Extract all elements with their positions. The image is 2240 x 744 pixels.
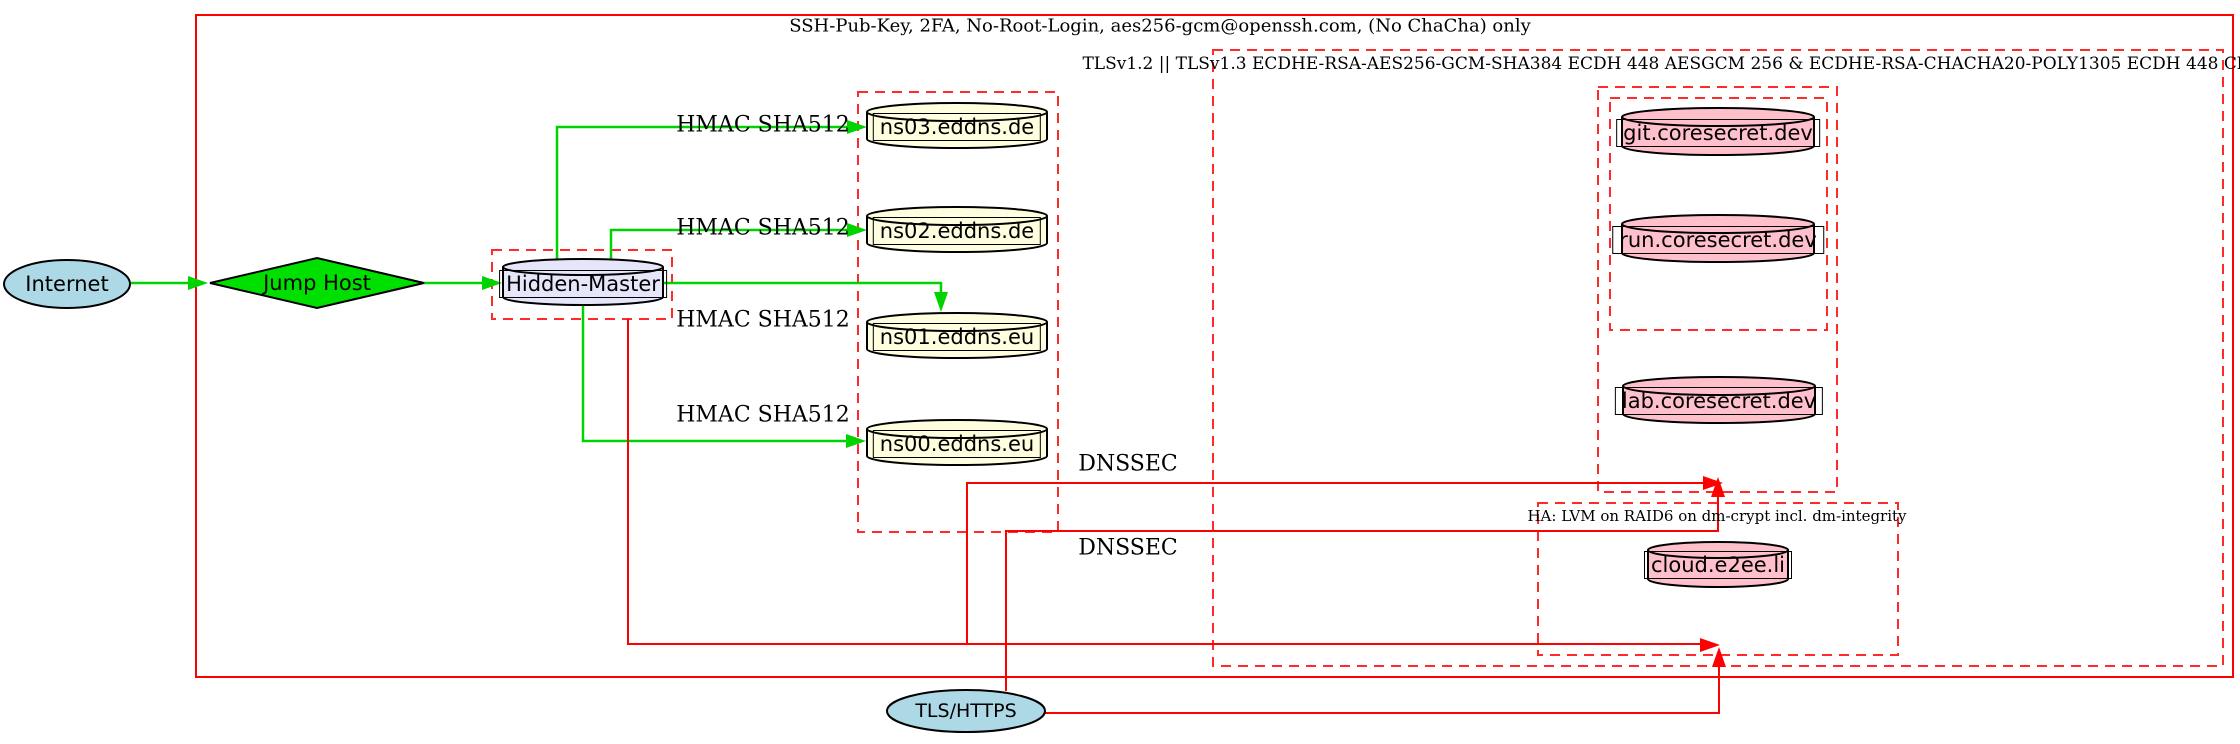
arrowhead — [847, 223, 867, 237]
ssh-boundary-box — [195, 14, 2234, 678]
node-git-label: git.coresecret.dev — [1616, 119, 1820, 147]
node-internet-label: Internet — [25, 272, 109, 296]
node-ns02-shape — [866, 206, 1048, 253]
nodes — [3, 102, 1816, 733]
node-cloud-shape — [1647, 541, 1789, 588]
arrowhead — [846, 434, 866, 448]
arrowhead — [1712, 647, 1726, 667]
edge-label-hmac-ns00: HMAC SHA512 — [676, 402, 850, 428]
node-jumphost-shape — [209, 256, 425, 310]
node-tlshttps-shape — [886, 689, 1046, 733]
red-arrowheads — [1700, 476, 1726, 667]
node-tlshttps-label: TLS/HTTPS — [915, 700, 1017, 722]
edge-label-dnssec-2: DNSSEC — [1078, 535, 1178, 561]
ha-cluster-label: HA: LVM on RAID6 on dm-crypt incl. dm-in… — [1527, 507, 1907, 525]
node-ns01-label: ns01.eddns.eu — [872, 323, 1042, 351]
node-ns01-shape — [866, 312, 1048, 359]
node-ns02-label: ns02.eddns.de — [872, 217, 1042, 245]
node-ns00-shape — [866, 419, 1048, 466]
edge-hiddenmaster-ns00 — [581, 303, 848, 443]
arrowhead — [1711, 477, 1725, 497]
node-run-label: run.coresecret.dev — [1612, 226, 1824, 254]
node-cloud-label: cloud.e2ee.li — [1643, 551, 1793, 579]
node-lab-label: lab.coresecret.dev — [1614, 387, 1824, 415]
edge-label-hmac-ns03: HMAC SHA512 — [676, 112, 850, 138]
edge-tls-ha — [1045, 665, 1720, 714]
coresecret-cluster-box — [1597, 86, 1838, 493]
edge-label-dnssec-1: DNSSEC — [1078, 451, 1178, 477]
coresecret-inner-cluster-box — [1609, 97, 1828, 331]
arrowhead — [188, 276, 208, 290]
node-hiddenmaster-label: Hidden-Master — [499, 270, 667, 298]
arrowhead — [934, 292, 948, 312]
edge-tls-coresecret — [1005, 495, 1719, 691]
node-ns03-shape — [866, 102, 1048, 149]
edge-hiddenmaster-ns03 — [555, 125, 849, 262]
node-internet-shape — [3, 259, 131, 309]
edge-hiddenmaster-ns01 — [663, 281, 943, 294]
eddns-cluster-box — [857, 91, 1059, 533]
edge-label-hmac-ns02: HMAC SHA512 — [676, 215, 850, 241]
arrowhead — [847, 120, 867, 134]
green-arrowheads — [188, 120, 948, 448]
arrowhead — [1700, 638, 1720, 652]
green-edges — [130, 125, 943, 443]
graph-label: SSH-Pub-Key, 2FA, No-Root-Login, aes256-… — [789, 15, 1531, 37]
tls-cluster-label: TLSv1.2 || TLSv1.3 ECDHE-RSA-AES256-GCM-… — [1082, 54, 2240, 74]
node-ns00-label: ns00.eddns.eu — [872, 430, 1042, 458]
edge-dnssec-upper — [966, 482, 1704, 644]
arrowhead — [482, 276, 502, 290]
edge-label-hmac-ns01: HMAC SHA512 — [676, 307, 850, 333]
node-jumphost-label: Jump Host — [263, 271, 371, 295]
edge-hiddenmaster-ns02 — [609, 228, 849, 262]
arrowhead — [1703, 476, 1723, 490]
node-ns03-label: ns03.eddns.de — [872, 113, 1042, 141]
edge-hiddenmaster-cloud — [627, 319, 1701, 645]
red-edges — [627, 319, 1720, 714]
